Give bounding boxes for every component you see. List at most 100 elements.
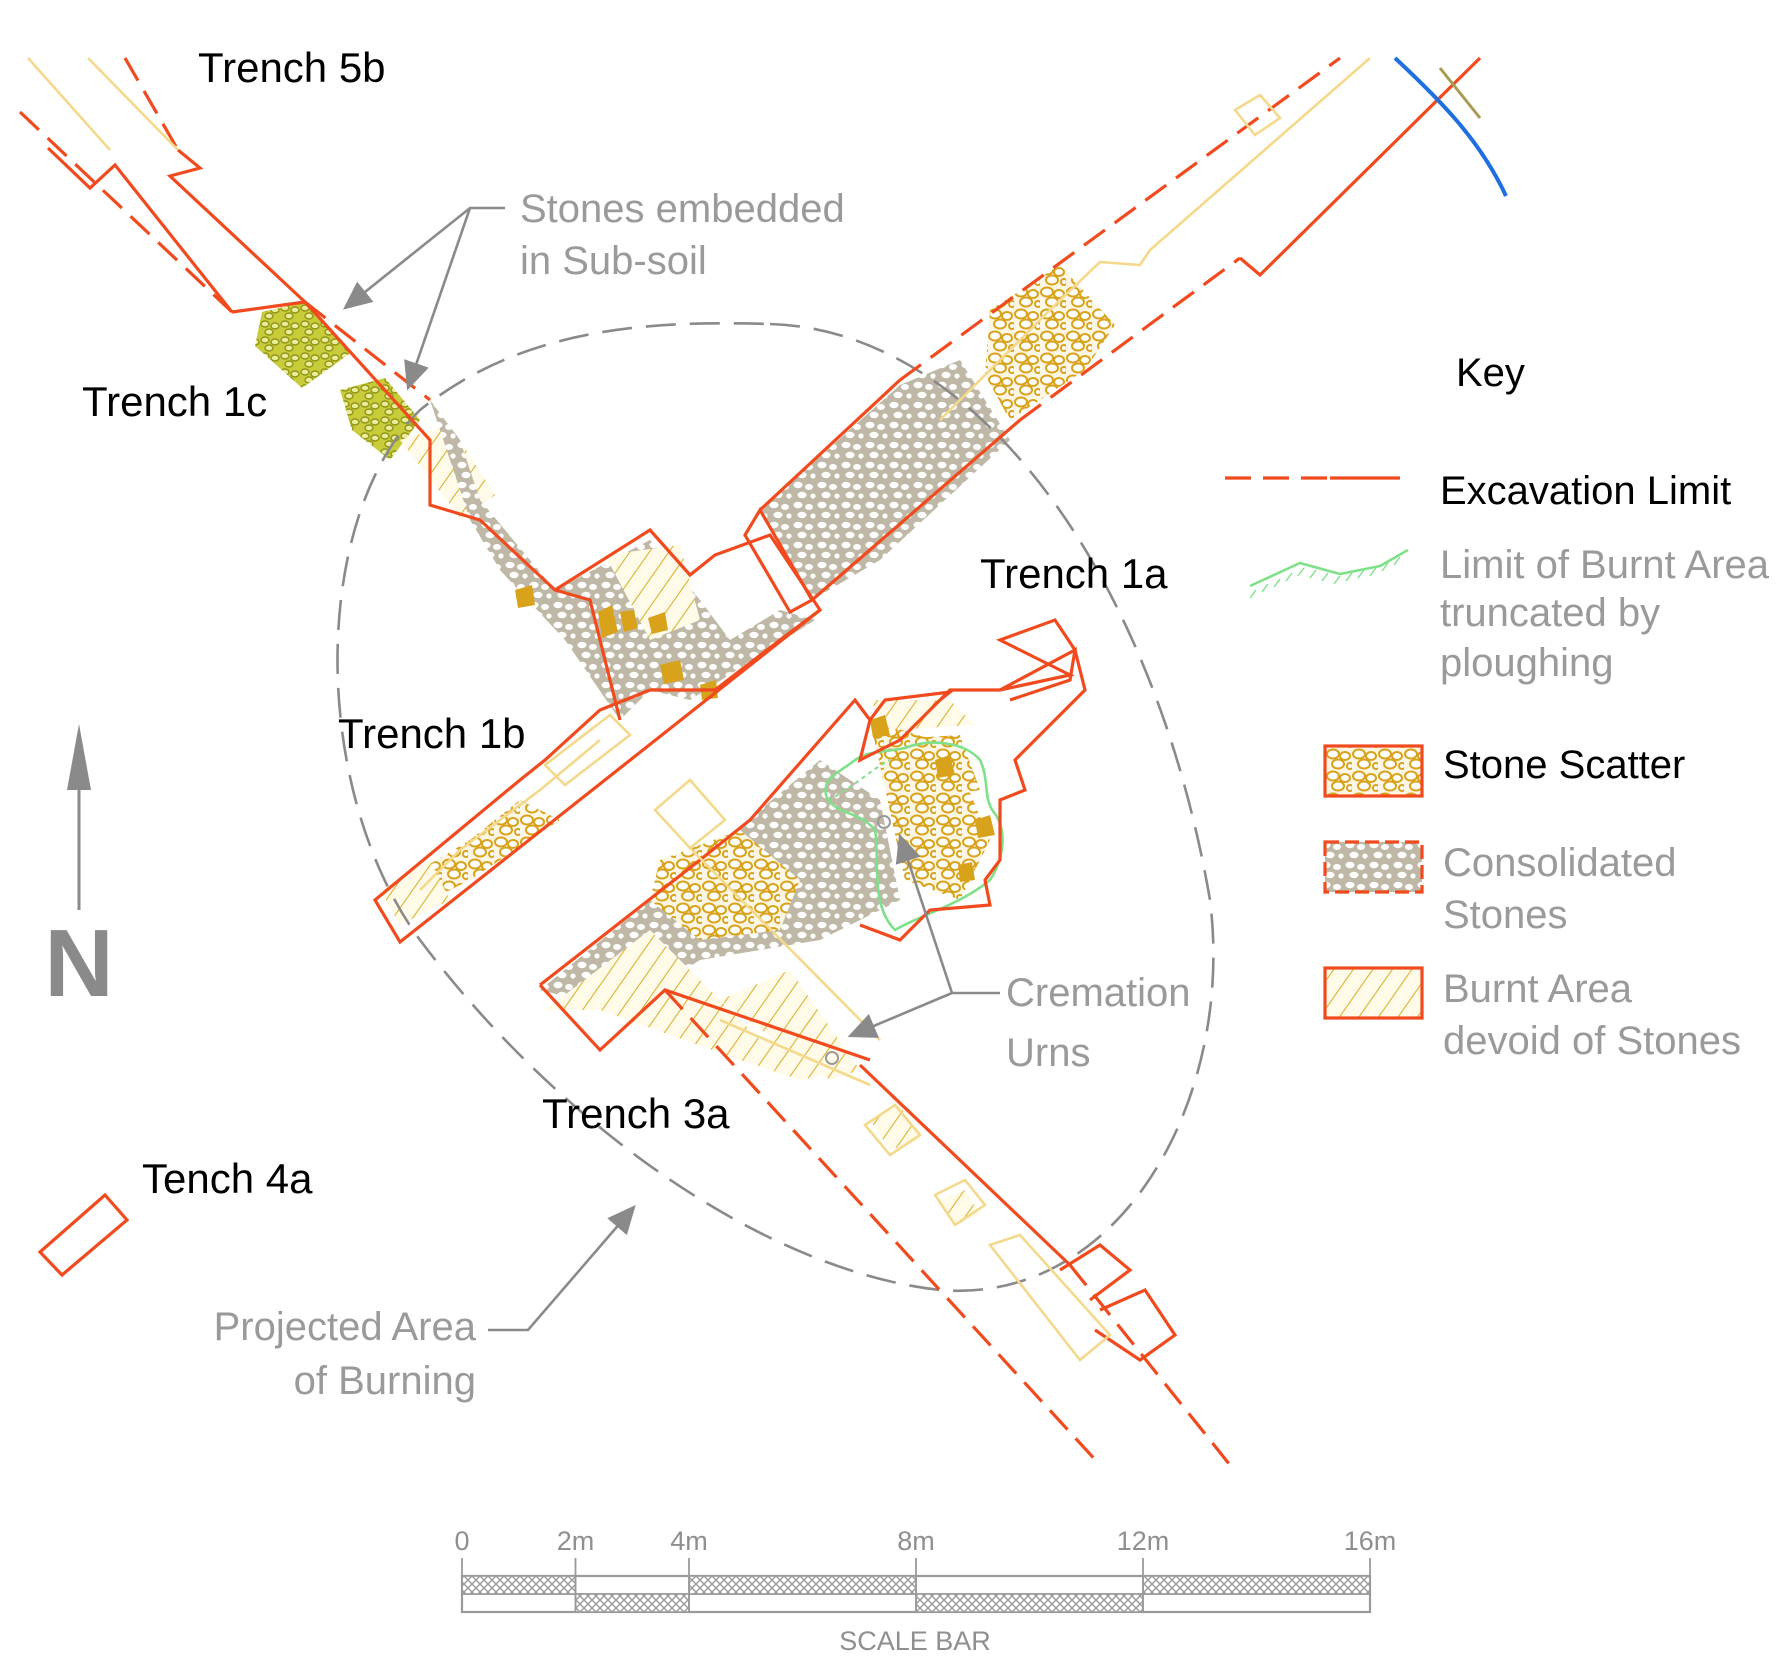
- cremation-note-line2: Urns: [1006, 1031, 1090, 1075]
- key-burnt-limit-symbol: [1249, 548, 1409, 599]
- sub-1a-box: [1233, 93, 1282, 137]
- excavation-limits: [18, 56, 1482, 1467]
- stone-scatter-1b: [420, 800, 560, 900]
- projected-leader: [488, 1205, 636, 1332]
- trench-1b-strip: [372, 608, 821, 945]
- scale-bar-segment: [915, 1593, 1144, 1613]
- key-burnt-devoid-line2: devoid of Stones: [1443, 1019, 1741, 1063]
- scale-bar-title: SCALE BAR: [839, 1626, 991, 1656]
- north-arrow-head: [67, 724, 91, 790]
- trench-1b-label: Trench 1b: [338, 710, 526, 757]
- scale-bar-segment: [688, 1575, 917, 1595]
- key-consolidated-swatch: [1323, 840, 1424, 894]
- trench-3a-upper-arm: [868, 689, 956, 721]
- consolidated-stones-1a: [760, 360, 1010, 600]
- key-stone-scatter-swatch: [1323, 744, 1424, 798]
- burnt-limit-lines: [824, 741, 1004, 932]
- trench-5b-step: [166, 148, 307, 304]
- cremation-urns: [825, 815, 891, 1065]
- trench-5b-label: Trench 5b: [198, 44, 386, 91]
- trench-1a-lower-dash: [1019, 256, 1241, 422]
- north-arrow: N: [44, 724, 114, 1017]
- stones-note-line2: in Sub-soil: [520, 239, 707, 283]
- stones-leader-2: [404, 207, 472, 391]
- sub-1b-box: [543, 713, 632, 787]
- subsoil-stones-area-2: [340, 378, 420, 460]
- subsoil-stones-area-1: [255, 302, 352, 388]
- key-burnt-limit-line3: ploughing: [1440, 641, 1614, 685]
- trench-1a-upper-solid: [758, 378, 902, 512]
- burnt-area-1b-centre: [605, 545, 700, 640]
- trench-1c-label: Trench 1c: [82, 378, 267, 425]
- sub-3a-box: [653, 778, 727, 850]
- burnt-patch-small-1: [870, 1105, 920, 1150]
- cremation-note-line1: Cremation: [1006, 971, 1191, 1015]
- scale-bar-tick-label: 16m: [1344, 1526, 1397, 1556]
- field-boundary-line: [1438, 67, 1482, 119]
- map-key: Key Excavation Limit Limit of Burnt Area…: [1225, 351, 1770, 1063]
- sub-1a-strip: [939, 57, 1371, 421]
- trench-4a: [37, 1192, 130, 1278]
- projected-note-line2: of Burning: [294, 1359, 476, 1403]
- burnt-limit-inner: [827, 759, 891, 801]
- trench-3a-corridor-east: [858, 1063, 1072, 1267]
- scale-bar-segment: [1142, 1575, 1371, 1595]
- key-burnt-limit-line1: Limit of Burnt Area: [1440, 543, 1770, 587]
- stones-leader: [342, 206, 505, 310]
- trench-1c-edge-south-solid: [231, 300, 622, 721]
- trench-3a-end-blocks: [1059, 1243, 1178, 1362]
- key-burnt-devoid-swatch: [1323, 966, 1424, 1020]
- watercourse-line: [1393, 56, 1508, 197]
- cremation-urn-2: [825, 1051, 839, 1065]
- trench-1c-edge-south: [18, 110, 234, 314]
- burnt-area-cremation-top: [870, 700, 975, 730]
- sub-3a-corridor: [689, 847, 881, 1087]
- scale-bar-tick-label: 0: [454, 1526, 469, 1556]
- key-excavation-limit-label: Excavation Limit: [1440, 469, 1731, 513]
- stone-scatter-1a: [985, 265, 1115, 420]
- subdivision-lines: [27, 57, 1371, 1362]
- trench-1b-centre-block: [554, 527, 823, 692]
- trench-1a-lower-solid: [810, 56, 1482, 602]
- scale-bar: SCALE BAR 0 2m 4m 8m 12m 16m: [454, 1526, 1396, 1656]
- stone-scatter-cremation-top: [880, 735, 980, 800]
- key-consolidated-line1: Consolidated: [1443, 841, 1677, 885]
- sub-3a-end: [987, 1233, 1112, 1362]
- leader-lines: [342, 206, 1000, 1332]
- trench-3a-label: Trench 3a: [542, 1090, 730, 1137]
- annotations: Stones embedded in Sub-soil Cremation Ur…: [214, 187, 1191, 1403]
- burnt-patch-small-2: [940, 1190, 980, 1225]
- sub-1b-strip: [419, 739, 601, 891]
- projected-note-line1: Projected Area: [214, 1305, 477, 1349]
- trench-4a-label: Tench 4a: [142, 1155, 313, 1202]
- trench-3a-main: [538, 618, 1087, 1062]
- key-burnt-limit-line2: truncated by: [1440, 591, 1660, 635]
- trench-5b-edge-north: [123, 57, 180, 151]
- trench-3a-right-arm: [999, 647, 1078, 702]
- scale-bar-tick-label: 12m: [1117, 1526, 1170, 1556]
- key-consolidated-line2: Stones: [1443, 893, 1568, 937]
- trench-5b-south: [46, 146, 234, 313]
- key-burnt-devoid-line1: Burnt Area: [1443, 967, 1633, 1011]
- trench-3a-corridor-west: [663, 988, 1102, 1467]
- trench-1a-label: Trench 1a: [980, 550, 1168, 597]
- scale-bar-tick-label: 4m: [670, 1526, 708, 1556]
- scale-bar-tick-label: 8m: [897, 1526, 935, 1556]
- stones-note-line1: Stones embedded: [520, 187, 845, 231]
- key-stone-scatter-label: Stone Scatter: [1443, 743, 1685, 787]
- cremation-urn-1: [877, 815, 891, 829]
- key-title: Key: [1456, 351, 1525, 395]
- consolidated-stones-1c: [430, 400, 650, 720]
- large-stones: [515, 585, 995, 882]
- cremation-leader-2: [847, 991, 953, 1038]
- sub-3a-small-2: [933, 1178, 987, 1227]
- sub-5b: [27, 57, 179, 151]
- trench-3a-corridor-east-dash: [1068, 1264, 1232, 1466]
- projected-area-outline: [336, 321, 1215, 1293]
- north-label: N: [44, 910, 113, 1017]
- scale-bar-tick-label: 2m: [557, 1526, 595, 1556]
- burnt-limit-outline: [824, 741, 1004, 932]
- sub-3a-small-1: [863, 1103, 922, 1157]
- burnt-area-3a-corridor: [720, 970, 860, 1080]
- trench-labels: Trench 5b Trench 1c Trench 1a Trench 1b …: [82, 44, 1168, 1202]
